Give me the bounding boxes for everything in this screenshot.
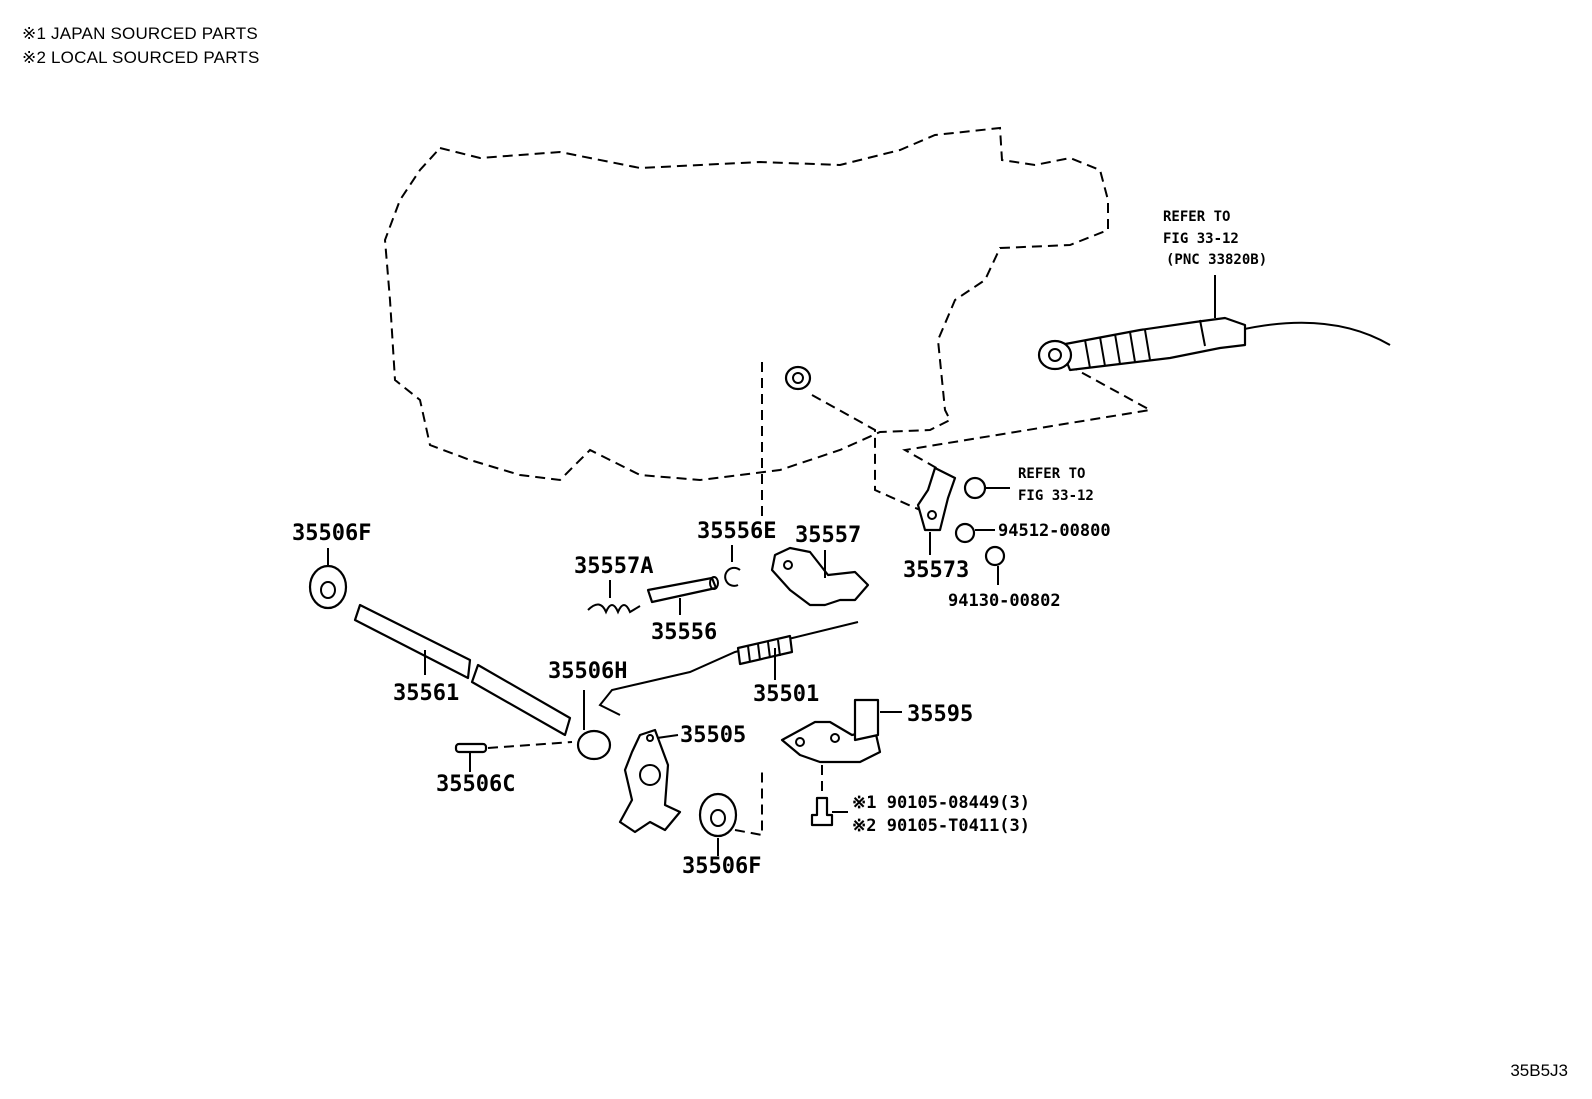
pin-35506C (454, 742, 488, 754)
manual-valve-shaft-35561 (353, 603, 472, 680)
bolt-90105 (810, 796, 834, 827)
label-94512-00800: 94512-00800 (998, 521, 1111, 541)
cable-ref-line2: FIG 33-12 (1163, 231, 1239, 247)
note-japan-sourced: ※1 JAPAN SOURCED PARTS (22, 24, 258, 43)
guide-line-case-right (811, 394, 921, 511)
cable-ref-line1: REFER TO (1163, 209, 1230, 225)
label-35501: 35501 (753, 682, 819, 707)
note-local-sourced: ※2 LOCAL SOURCED PARTS (22, 48, 260, 67)
spring-35557A (587, 603, 641, 615)
label-35573: 35573 (903, 558, 969, 583)
guide-line-pin (487, 741, 573, 749)
label-35506H: 35506H (548, 659, 627, 684)
nut-ref-line2: FIG 33-12 (1018, 488, 1094, 504)
shift-cable-end (1037, 339, 1073, 371)
label-bolt-japan: ※1 90105-08449(3) (852, 793, 1030, 813)
oil-seal-35506F-top (308, 564, 348, 610)
detent-lever-35557 (770, 546, 870, 607)
label-35506F-bottom: 35506F (682, 854, 761, 879)
label-35556: 35556 (651, 620, 717, 645)
shift-cable-boot (1058, 316, 1247, 372)
label-35557: 35557 (795, 523, 861, 548)
bushing-35506H (576, 729, 612, 761)
guide-line-cable (902, 364, 1154, 471)
oil-seal-35506F-bottom (698, 792, 738, 838)
label-35595: 35595 (907, 702, 973, 727)
pin-35556 (646, 576, 718, 604)
manual-lever-35505 (618, 728, 682, 834)
label-35506F-top: 35506F (292, 521, 371, 546)
label-35556E: 35556E (697, 519, 776, 544)
nut-ref-33-12 (963, 476, 987, 500)
nut-94512 (954, 522, 976, 544)
sourcing-notes: ※1 JAPAN SOURCED PARTS ※2 LOCAL SOURCED … (22, 22, 260, 70)
transmission-outline (383, 126, 1109, 482)
label-35505: 35505 (680, 723, 746, 748)
label-35557A: 35557A (574, 554, 653, 579)
label-35506C: 35506C (436, 772, 515, 797)
parking-rod-35501 (598, 621, 859, 716)
figure-id: 35B5J3 (1510, 1061, 1568, 1080)
bracket-35595 (780, 720, 882, 764)
label-35561: 35561 (393, 681, 459, 706)
bracket-35573 (916, 466, 957, 532)
e-ring-35556E (724, 566, 741, 587)
label-bolt-local: ※2 90105-T0411(3) (852, 816, 1030, 836)
cable-ref-line3: (PNC 33820B) (1166, 252, 1267, 268)
nut-94130 (984, 545, 1006, 567)
label-94130-00802: 94130-00802 (948, 591, 1061, 611)
shift-cable-wire (1239, 321, 1391, 346)
guide-line-seal (734, 768, 763, 837)
case-seal (784, 365, 812, 391)
nut-ref-line1: REFER TO (1018, 466, 1085, 482)
